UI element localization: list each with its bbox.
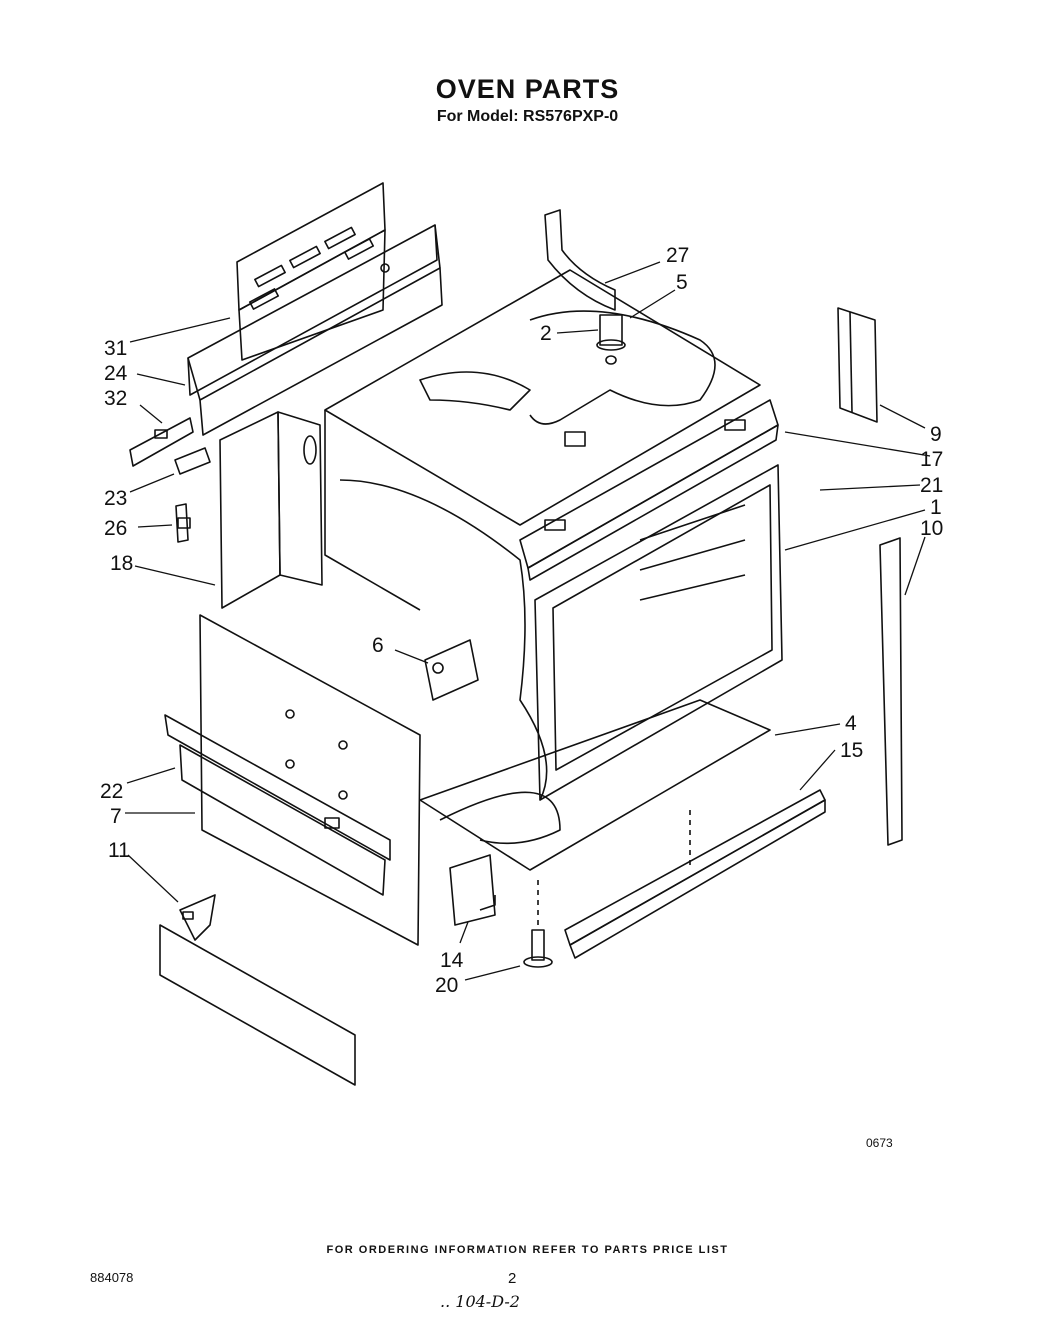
- part-22-crossbar: [164, 714, 391, 896]
- callout-6: 6: [372, 634, 384, 657]
- part-24-bracket: [187, 224, 443, 436]
- part-1-oven-liner: [324, 410, 783, 801]
- handwritten-note: .. 104-D-2: [440, 1292, 520, 1311]
- part-27-vent-tube: [544, 209, 616, 311]
- part-4-bottom-panel: [419, 699, 771, 871]
- callout-18: 18: [110, 552, 133, 575]
- callout-21: 21: [920, 474, 943, 497]
- callout-15: 15: [840, 739, 863, 762]
- callout-17: 17: [920, 448, 943, 471]
- callout-10: 10: [920, 517, 943, 540]
- callout-2: 2: [540, 322, 552, 345]
- part-18-side-duct: [219, 411, 323, 609]
- callout-24: 24: [104, 362, 128, 385]
- part-2-burner-fitting: [596, 314, 626, 365]
- callout-11: 11: [108, 839, 130, 862]
- part-10-side-strip: [879, 537, 903, 846]
- callout-5: 5: [676, 271, 688, 294]
- callout-9: 9: [930, 423, 942, 446]
- part-9-side-bracket: [837, 307, 878, 423]
- part-11-kick-panel: [159, 894, 356, 1086]
- part-7-lower-panel: [199, 614, 421, 946]
- part-15-channel: [564, 789, 826, 959]
- callout-4: 4: [845, 712, 857, 735]
- callout-32: 32: [104, 387, 127, 410]
- ordering-note: FOR ORDERING INFORMATION REFER TO PARTS …: [326, 1244, 729, 1256]
- part-6-bracket: [424, 639, 479, 701]
- callout-22: 22: [100, 780, 123, 803]
- callout-23: 23: [104, 487, 127, 510]
- diagram-code: 0673: [866, 1136, 893, 1150]
- part-5-cabinet-top: [324, 269, 761, 526]
- part-20-leveler: [523, 929, 553, 968]
- page-title: OVEN PARTS: [435, 74, 620, 104]
- callout-14: 14: [440, 949, 464, 972]
- document-number: 884078: [90, 1270, 134, 1285]
- part-17-front-frame: [519, 399, 779, 581]
- callout-27: 27: [666, 244, 689, 267]
- part-14-bracket: [449, 854, 496, 926]
- callout-26: 26: [104, 517, 127, 540]
- model-subtitle: For Model: RS576PXP-0: [436, 108, 619, 125]
- part-26-hinge: [175, 503, 191, 543]
- callout-20: 20: [435, 974, 458, 997]
- leader-lines: [125, 261, 931, 981]
- part-32-clip: [129, 417, 194, 467]
- part-31-rear-panel: [236, 182, 386, 361]
- part-23-block: [174, 447, 211, 475]
- callout-7: 7: [110, 805, 122, 828]
- page-number: 2: [508, 1270, 517, 1287]
- callout-31: 31: [104, 337, 127, 360]
- callout-1: 1: [930, 496, 942, 519]
- callout-labels: 27 5 2 31 24 32 9 17 21 1 10 23 26 18 6 …: [100, 244, 943, 997]
